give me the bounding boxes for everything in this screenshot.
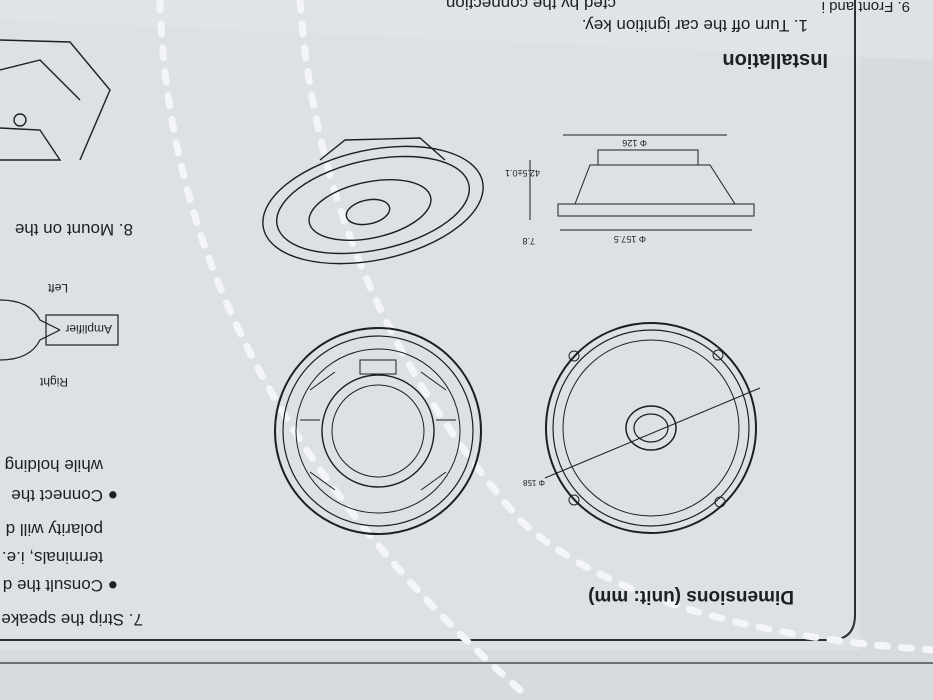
amplifier-box <box>45 314 119 346</box>
speaker-side-profile <box>529 134 755 231</box>
speaker-front-view <box>544 322 761 534</box>
top-right-partial: 9. Front and i <box>822 0 910 15</box>
dimension-126: Φ 126 <box>622 138 647 148</box>
installation-title: Installation <box>722 49 828 71</box>
dimension-flange: 7.8 <box>522 236 535 246</box>
bullet-2-line-1: ● Connect the <box>11 486 118 505</box>
car-door-drawing <box>0 39 111 161</box>
dimension-height: 42.5±0.1 <box>505 168 540 178</box>
top-partial-text: …cted by the connection <box>446 0 633 13</box>
left-label: Left <box>47 281 68 295</box>
amplifier-label: Amplifier <box>65 322 112 336</box>
bullet-1-line-1: ● Consult the d <box>3 576 118 595</box>
dimension-157: Φ 157.5 <box>614 234 646 244</box>
upside-down-text-layer: Dimensions (unit: mm) Installation 1. Tu… <box>1 0 828 629</box>
speaker-rear-view <box>274 327 482 535</box>
right-label: Right <box>39 375 68 389</box>
bullet-2-line-2: while holding <box>5 456 104 475</box>
bullet-1-line-2: terminals, i.e. <box>2 548 103 567</box>
installation-step-1: 1. Turn off the car ignition key. <box>582 16 808 35</box>
wire-diagram <box>0 299 61 361</box>
dimension-158: Φ 158 <box>522 478 545 487</box>
bullet-1-line-3: polarity will d <box>6 520 103 539</box>
dashed-fold-curve <box>156 0 524 694</box>
step-8-text: 8. Mount on the <box>15 220 133 239</box>
dashed-fold-curve-inner <box>296 0 933 654</box>
dimensions-title: Dimensions (unit: mm) <box>588 586 794 607</box>
speaker-3d-drawing <box>262 137 484 265</box>
step-7-text: 7. Strip the speake <box>1 610 143 629</box>
